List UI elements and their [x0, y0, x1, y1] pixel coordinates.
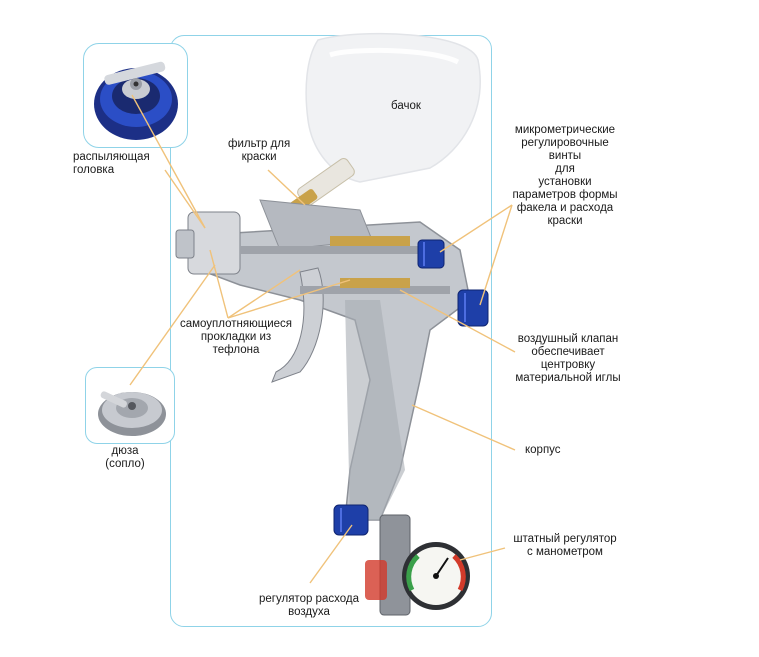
label-air-valve: воздушный клапан обеспечивает центровку … [503, 333, 633, 385]
label-spray-head-line-1: распыляющая [73, 151, 150, 163]
label-pressure-regulator-line-1: штатный регулятор [513, 533, 617, 545]
spray-head-image [94, 61, 178, 140]
blue-knob-upper [417, 239, 445, 269]
label-air-valve-line-2: обеспечивает [531, 346, 605, 358]
pressure-gauge-image [365, 514, 470, 616]
label-air-regulator: регулятор расхода воздуха [250, 593, 368, 619]
label-air-valve-line-4: материальной иглы [515, 372, 621, 384]
label-nozzle-line-2: (сопло) [105, 458, 145, 470]
label-spray-head: распыляющая головка [73, 151, 150, 177]
blue-knob-lower [457, 289, 489, 327]
label-micrometer-line-7: факела и расхода [516, 202, 614, 214]
label-micrometer-line-8: краски [547, 215, 583, 227]
label-pressure-regulator: штатный регулятор с манометром [505, 533, 625, 559]
label-micrometer-line-4: для [555, 163, 575, 175]
label-paint-filter-line-1: фильтр для [228, 138, 291, 150]
label-air-regulator-line-1: регулятор расхода [259, 593, 359, 605]
label-teflon-line-1: самоуплотняющиеся [179, 318, 292, 330]
label-nozzle-line-1: дюза [111, 445, 139, 457]
label-air-regulator-line-2: воздуха [288, 606, 330, 618]
label-teflon-line-2: прокладки из [200, 331, 272, 343]
label-pressure-regulator-line-2: с манометром [527, 546, 603, 558]
paint-tank-image [305, 32, 481, 183]
label-teflon-seals: самоуплотняющиеся прокладки из тефлона [175, 318, 297, 357]
label-tank: бачок [391, 100, 421, 112]
label-micrometer-line-2: регулировочные [521, 137, 609, 149]
label-micrometer-screws: микрометрические регулировочные винты дл… [505, 124, 625, 228]
leader-lines [129, 94, 516, 584]
label-teflon-line-3: тефлона [212, 344, 260, 356]
label-air-valve-line-3: центровку [540, 359, 596, 371]
blue-knob-air-regulator [333, 504, 369, 536]
label-micrometer-line-1: микрометрические [514, 124, 616, 136]
label-micrometer-line-6: параметров формы [512, 189, 618, 201]
label-paint-filter-line-2: краски [241, 151, 277, 163]
label-micrometer-line-3: винты [548, 150, 582, 162]
label-air-valve-line-1: воздушный клапан [517, 333, 619, 345]
label-body: корпус [525, 444, 561, 456]
spray-head-inset [83, 43, 188, 148]
nozzle-image [98, 391, 166, 436]
label-paint-filter: фильтр для краски [228, 138, 290, 164]
gun-body-image [175, 199, 471, 521]
nozzle-inset [85, 367, 175, 444]
label-micrometer-line-5: установки [538, 176, 592, 188]
label-nozzle: дюза (сопло) [95, 445, 155, 471]
label-spray-head-line-2: головка [73, 164, 115, 176]
